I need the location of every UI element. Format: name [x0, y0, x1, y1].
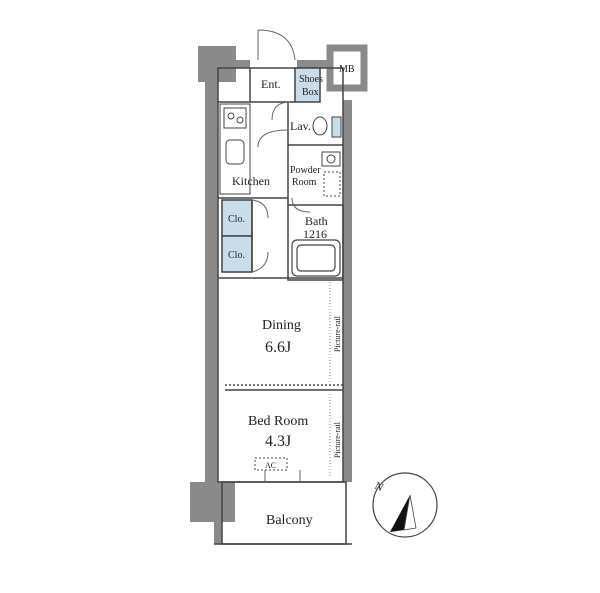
label-bath: Bath	[305, 214, 328, 228]
label-bedroom: Bed Room	[248, 414, 308, 429]
label-dining: Dining	[262, 318, 301, 333]
ac-unit	[254, 457, 288, 471]
bathtub	[291, 239, 341, 277]
label-dining-size: 6.6J	[265, 339, 291, 356]
label-clo-1: Clo.	[228, 214, 245, 225]
compass-north-label: N	[373, 480, 385, 494]
label-picture-rail-dining: Picture-rail	[333, 315, 342, 352]
walls	[190, 46, 352, 544]
label-picture-rail-bedroom: Picture-rail	[333, 421, 342, 458]
label-room: Room	[292, 177, 317, 188]
room-lines	[214, 67, 352, 545]
label-bedroom-size: 4.3J	[265, 433, 291, 450]
toilet	[312, 116, 342, 138]
label-mb: MB	[339, 64, 355, 75]
label-clo-2: Clo.	[228, 250, 245, 261]
kitchen-counter	[219, 103, 251, 195]
label-shoes: Shoes	[299, 74, 323, 85]
label-lav: Lav.	[290, 119, 311, 133]
compass-icon: N	[372, 472, 438, 538]
powder-sink	[321, 151, 341, 197]
label-ent: Ent.	[261, 77, 281, 91]
doors	[251, 29, 311, 482]
label-powder: Powder	[290, 165, 321, 176]
label-ac: AC	[265, 461, 276, 470]
label-box: Box	[302, 87, 319, 98]
label-balcony: Balcony	[266, 513, 313, 528]
label-bath-size: 1216	[303, 227, 327, 241]
label-kitchen: Kitchen	[232, 174, 270, 188]
